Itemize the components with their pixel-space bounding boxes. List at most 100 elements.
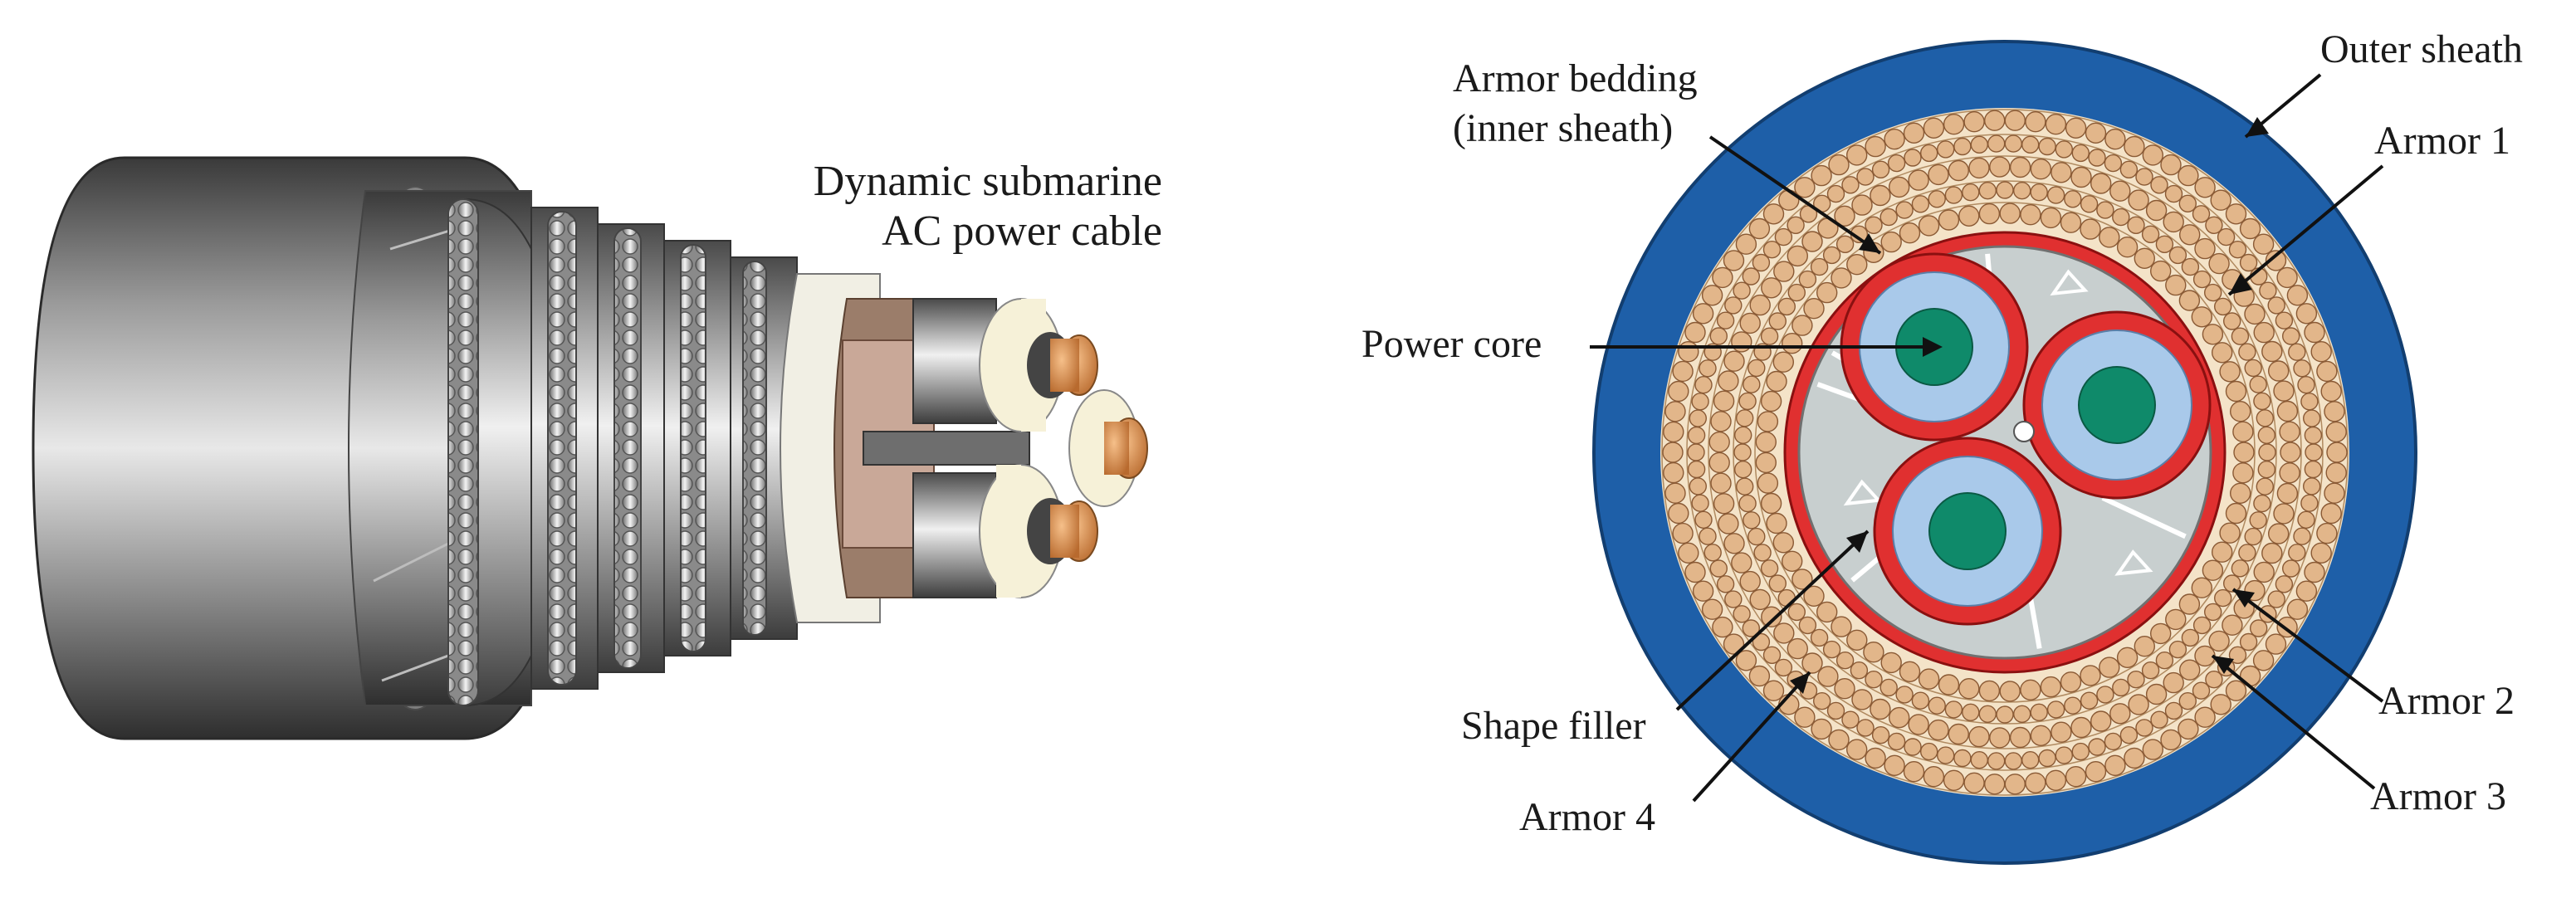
armor-wire (1895, 686, 1914, 704)
armor-wire (2302, 409, 2321, 427)
armor-wire (1749, 588, 1771, 611)
armor-wire (1865, 216, 1883, 234)
armor-wire (2325, 461, 2347, 484)
armor-wire (1865, 671, 1883, 689)
armor-wire (1962, 703, 1980, 721)
armor-wire (1865, 747, 1886, 769)
armor-wire (1748, 665, 1771, 687)
armor-wire (2324, 401, 2345, 422)
armor-wire (1846, 629, 1868, 651)
armor-wire (1708, 452, 1730, 474)
armor-wire (1968, 157, 1990, 179)
armor-wire (1692, 303, 1714, 325)
armor-wire (1831, 267, 1852, 289)
armor-wire (2020, 679, 2041, 700)
armor-wire (2155, 235, 2174, 253)
armor-wire (2194, 237, 2216, 260)
armor-wire (1787, 216, 1805, 234)
armor-wire (2178, 194, 2197, 213)
armor-wire (2192, 616, 2212, 635)
armor-wire (1794, 706, 1816, 728)
armor-wire (2178, 718, 2199, 740)
armor-wire (1870, 698, 1891, 720)
armor-wire (2012, 181, 2031, 200)
armor-wire (1760, 390, 1782, 412)
armor-wire (2021, 135, 2040, 154)
armor-wire (1724, 296, 1743, 315)
armor-wire (2127, 216, 2145, 234)
armor-wire (1712, 616, 1733, 638)
armor-wire (1999, 203, 2021, 224)
armor-wire (1978, 203, 2001, 225)
armor-wire (1787, 283, 1806, 302)
labels: Outer sheath Armor bedding (inner sheath… (1361, 27, 2523, 839)
armor-wire (1822, 640, 1841, 659)
armor-wire (2210, 694, 2231, 715)
armor-wire (2194, 706, 2216, 728)
armor-wire (1803, 585, 1825, 607)
armor-wire (2288, 544, 2306, 562)
center-hole (2013, 421, 2035, 442)
armor-wire (2038, 137, 2056, 156)
armor-wire (1810, 257, 1829, 276)
armor-wire (1694, 510, 1713, 529)
armor-wire (1760, 327, 1779, 345)
armor-wire (1753, 544, 1772, 562)
armor-wire (2055, 746, 2074, 764)
power-cores-3d (912, 298, 1148, 598)
armor-wire (1908, 714, 1929, 735)
armor-wire (2261, 542, 2283, 564)
armor-wire (2316, 360, 2338, 383)
armor-wire (2295, 303, 2318, 325)
armor-wire (1936, 140, 1955, 159)
armor-wire (2273, 380, 2295, 402)
armor-wire (2300, 393, 2319, 411)
label-power-core: Power core (1361, 322, 1542, 366)
armor-wire (2293, 527, 2311, 545)
armor-wire (2030, 183, 2048, 202)
leader-shape-filler (1675, 530, 1870, 711)
armor-wire (1911, 195, 1930, 213)
armor-wire (1710, 472, 1732, 494)
armor-wire (2085, 761, 2107, 783)
armor-wire (2276, 266, 2298, 289)
armor-wire (2141, 661, 2160, 680)
armor-wire (1743, 375, 1761, 393)
armor-wire (2252, 233, 2275, 255)
armor-wire (1817, 666, 1839, 687)
armor-wire (2275, 311, 2294, 329)
armor-wire (2004, 752, 2023, 770)
armor-wire (1723, 533, 1745, 554)
armor-wire (2181, 628, 2200, 647)
armor-wire (1738, 494, 1757, 513)
armor-wire (1989, 156, 2011, 178)
armor-wire (1731, 331, 1752, 353)
armor-wire (2222, 312, 2241, 330)
armor-wire (2134, 247, 2156, 269)
armor-wire (1699, 527, 1717, 545)
armor-wire (1810, 628, 1829, 647)
armor-wire (1928, 719, 1949, 741)
armor-wire (1880, 652, 1902, 674)
armor-wire (2025, 110, 2046, 133)
armor-wire (2225, 502, 2247, 525)
armor-wire (1747, 359, 1766, 378)
filler-void (2114, 549, 2153, 576)
armor-wire (2150, 710, 2168, 729)
armor-wire (2009, 726, 2031, 749)
armor-wire (1787, 637, 1809, 660)
armor-wire (2141, 225, 2160, 243)
armor-wire (1689, 477, 1708, 495)
armor-wire (1773, 622, 1795, 644)
armor-wire (1895, 201, 1914, 219)
armor-wire (1903, 761, 1925, 783)
armor-wire (2267, 523, 2290, 544)
armor-wire (1953, 137, 1972, 156)
armor-wire (1692, 580, 1714, 602)
armor-wire (2192, 681, 2211, 700)
armor-wire (2030, 725, 2052, 746)
armor-wire (2149, 622, 2172, 645)
armor-wire (1735, 650, 1757, 671)
armor-wire (1787, 603, 1806, 622)
